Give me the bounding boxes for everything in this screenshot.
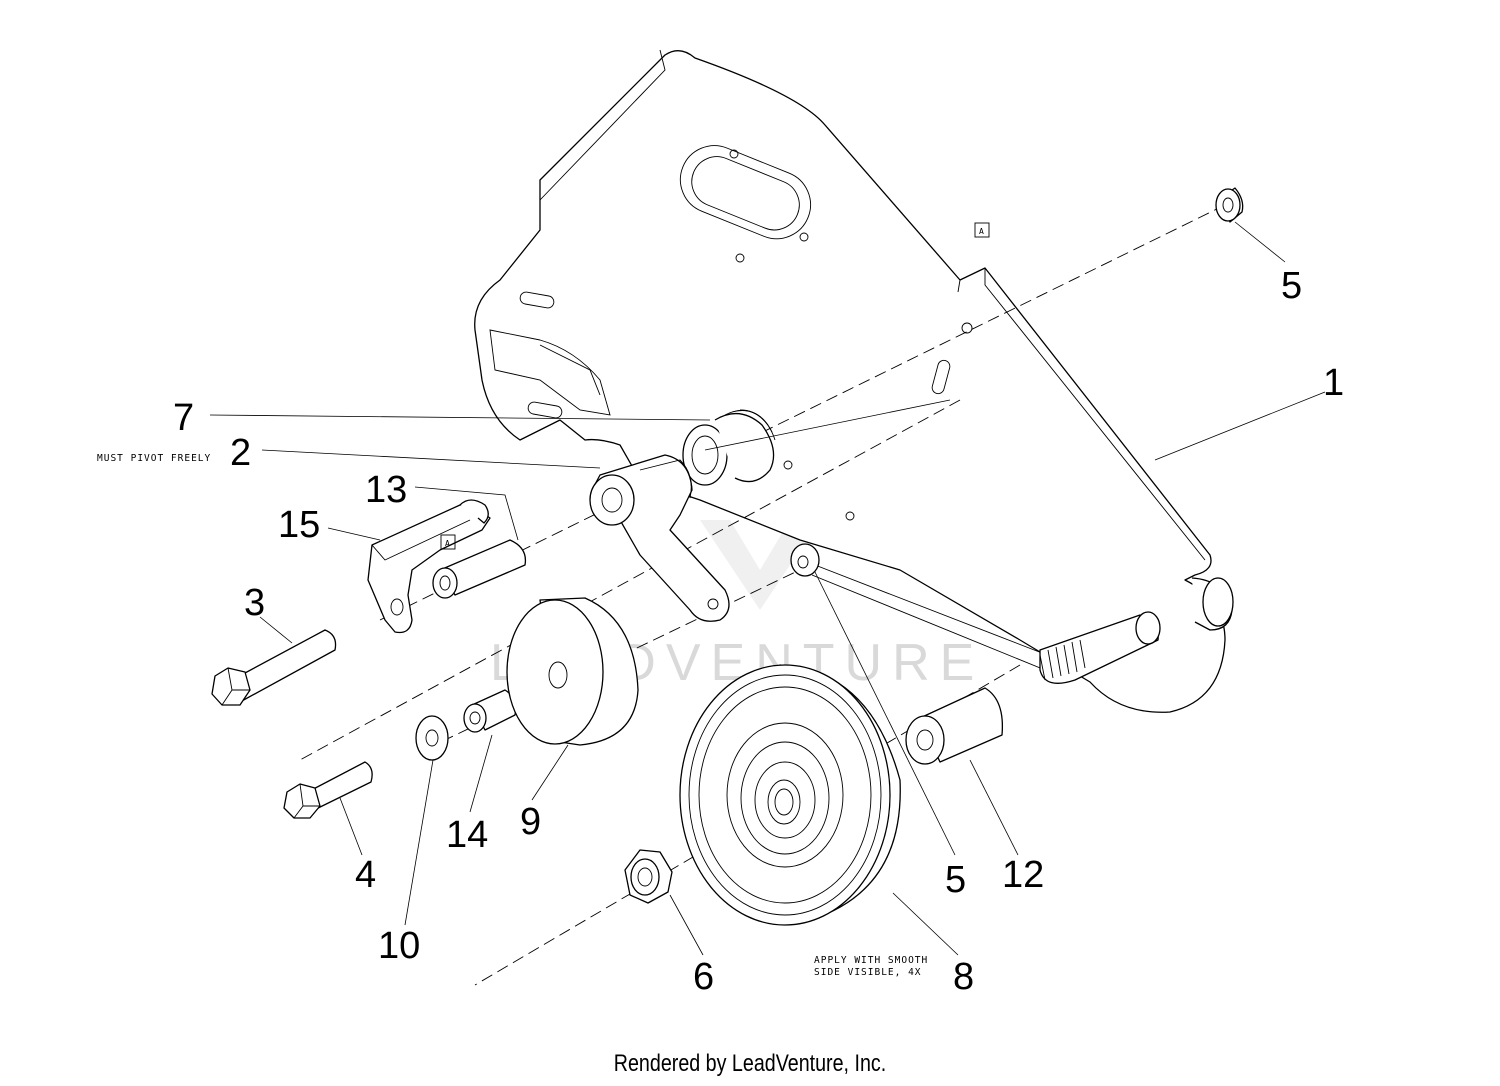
callout-6[interactable]: 6 — [693, 956, 714, 998]
leader-2 — [261, 449, 601, 469]
part-8-v-pulley[interactable] — [679, 664, 901, 926]
leader-stud — [704, 399, 951, 451]
part-14-bushing[interactable] — [463, 689, 517, 733]
note-must-pivot-freely: MUST PIVOT FREELY — [97, 453, 211, 464]
leader-4 — [339, 797, 363, 856]
reference-flag-lower-label: A — [445, 539, 450, 548]
leader-9 — [531, 744, 569, 801]
leader-3 — [259, 616, 293, 644]
callout-1[interactable]: 1 — [1323, 362, 1344, 404]
part-6-hex-nut[interactable] — [624, 849, 673, 904]
leader-13 — [414, 486, 519, 541]
callout-8[interactable]: 8 — [953, 956, 974, 998]
callout-12[interactable]: 12 — [1002, 854, 1044, 896]
leader-15 — [327, 527, 381, 541]
note-apply-line-1: APPLY WITH SMOOTH — [814, 955, 928, 966]
part-15-bracket[interactable] — [367, 499, 491, 634]
callout-10[interactable]: 10 — [378, 925, 420, 967]
part-10-washer[interactable] — [415, 715, 449, 761]
callout-2[interactable]: 2 — [230, 432, 251, 474]
part-5-flange-nut-top[interactable] — [1215, 187, 1244, 223]
leader-14 — [469, 734, 493, 813]
callout-15[interactable]: 15 — [278, 504, 320, 546]
leader-7 — [209, 414, 711, 421]
leader-5-mid — [814, 571, 956, 856]
part-4-bolt[interactable] — [283, 761, 373, 819]
callout-4[interactable]: 4 — [355, 854, 376, 896]
leader-12 — [969, 759, 1019, 856]
part-1-bracket-plate[interactable] — [474, 49, 1234, 713]
callout-9[interactable]: 9 — [520, 801, 541, 843]
part-2-idler-arm[interactable] — [589, 454, 730, 622]
reference-flag-lower: A — [440, 534, 456, 550]
footer-credit: Rendered by LeadVenture, Inc. — [613, 1050, 887, 1077]
part-9-flat-pulley[interactable] — [506, 597, 639, 746]
part-5-flange-nut-mid[interactable] — [790, 543, 1061, 673]
threaded-stud[interactable] — [1039, 611, 1161, 684]
part-13-spacer[interactable] — [432, 539, 527, 599]
callout-3[interactable]: 3 — [244, 582, 265, 624]
leader-5-top — [1234, 221, 1286, 263]
callout-5-top[interactable]: 5 — [1281, 265, 1302, 307]
callout-14[interactable]: 14 — [446, 814, 488, 856]
leader-8 — [892, 892, 959, 956]
leader-10 — [404, 759, 434, 926]
part-7-spring[interactable] — [682, 409, 776, 486]
leader-6 — [669, 894, 704, 956]
note-apply-line-2: SIDE VISIBLE, 4X — [814, 967, 922, 978]
leader-1 — [1154, 391, 1326, 461]
reference-flag-upper-label: A — [979, 227, 984, 236]
callout-7[interactable]: 7 — [173, 397, 194, 439]
reference-flag-upper: A — [974, 222, 990, 238]
callout-13[interactable]: 13 — [365, 469, 407, 511]
part-12-spacer[interactable] — [905, 687, 1004, 765]
part-3-bolt[interactable] — [211, 629, 337, 706]
callout-5-mid[interactable]: 5 — [945, 859, 966, 901]
